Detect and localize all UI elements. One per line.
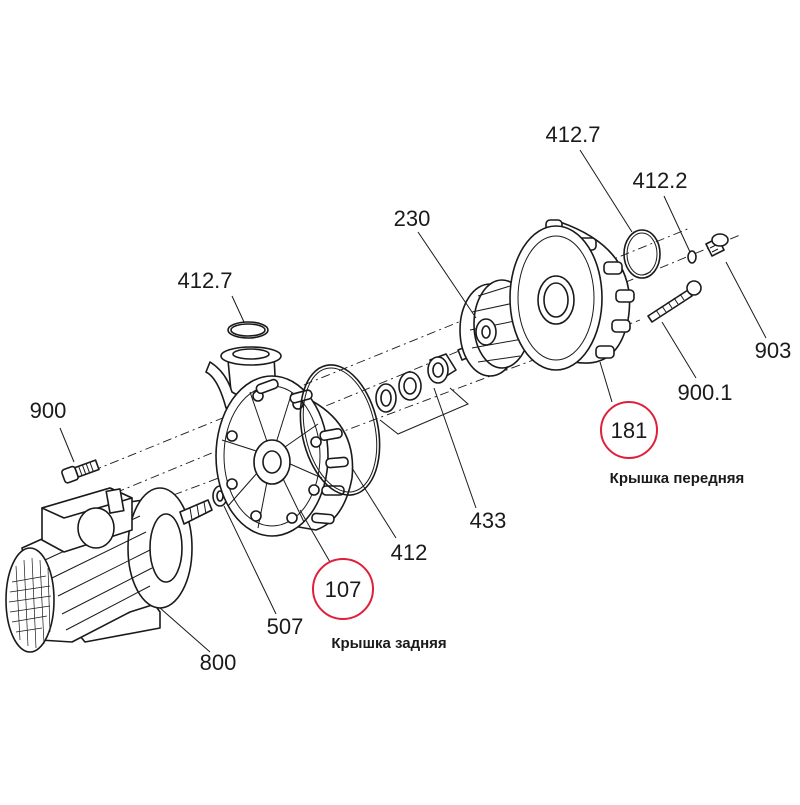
label-900-1: 900.1 [677, 380, 732, 405]
label-412-7-left: 412.7 [177, 268, 232, 293]
plug-part-903 [705, 233, 729, 257]
fan-cover-grill [8, 557, 52, 649]
rear-cover-part-107 [205, 346, 354, 537]
label-412-2: 412.2 [632, 168, 687, 193]
o-ring-part-412 [299, 364, 381, 496]
highlight-circle-107 [312, 558, 374, 620]
label-181: 181 [611, 418, 648, 443]
motor-part-800 [5, 487, 213, 653]
label-507: 507 [267, 614, 304, 639]
front-cover-part-181 [509, 219, 635, 371]
caption-front-cover: Крышка передняя [610, 470, 745, 487]
label-412: 412 [391, 540, 428, 565]
leader-lines [59, 149, 767, 653]
o-ring-part-412-7-right [623, 229, 661, 279]
highlight-circle-181 [600, 401, 658, 459]
part-labels: 900 412.7 230 412.7 412.2 903 900.1 181 … [30, 122, 792, 675]
o-ring-part-412-7-left [227, 321, 269, 339]
label-107: 107 [325, 577, 362, 602]
bolt-part-900-1 [647, 280, 702, 323]
screw-part-900 [61, 459, 100, 484]
label-800: 800 [200, 650, 237, 675]
o-ring-part-412-2 [687, 250, 697, 264]
caption-rear-cover: Крышка задняя [331, 635, 446, 652]
label-900: 900 [30, 398, 67, 423]
label-903: 903 [755, 338, 792, 363]
seal-parts-433 [375, 353, 469, 435]
label-412-7-right: 412.7 [545, 122, 600, 147]
label-230: 230 [394, 206, 431, 231]
label-433: 433 [470, 508, 507, 533]
